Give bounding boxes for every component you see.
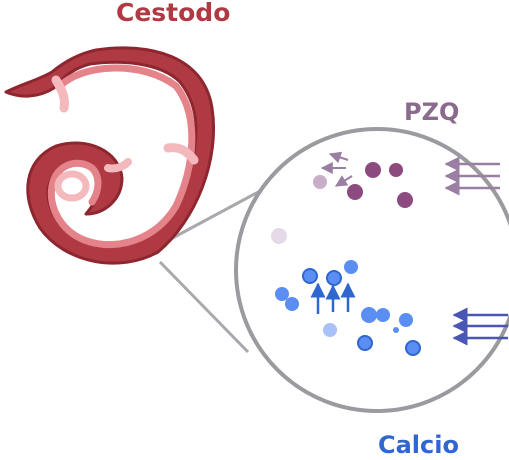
drug-label: PZQ — [404, 98, 460, 126]
zoom-circle — [234, 127, 509, 413]
worm-label: Cestodo — [116, 0, 231, 27]
calcium-incoming-arrows — [452, 307, 508, 346]
drug-motion-arrows — [320, 151, 353, 187]
tapeworm-illustration — [4, 46, 215, 265]
calcium-particles — [275, 260, 421, 356]
drug-particles — [271, 162, 413, 244]
calcium-influx-arrows — [310, 282, 356, 314]
zoom-line-bottom — [158, 260, 250, 354]
calcium-label: Calcio — [378, 431, 459, 459]
drug-incoming-arrows — [444, 156, 500, 196]
